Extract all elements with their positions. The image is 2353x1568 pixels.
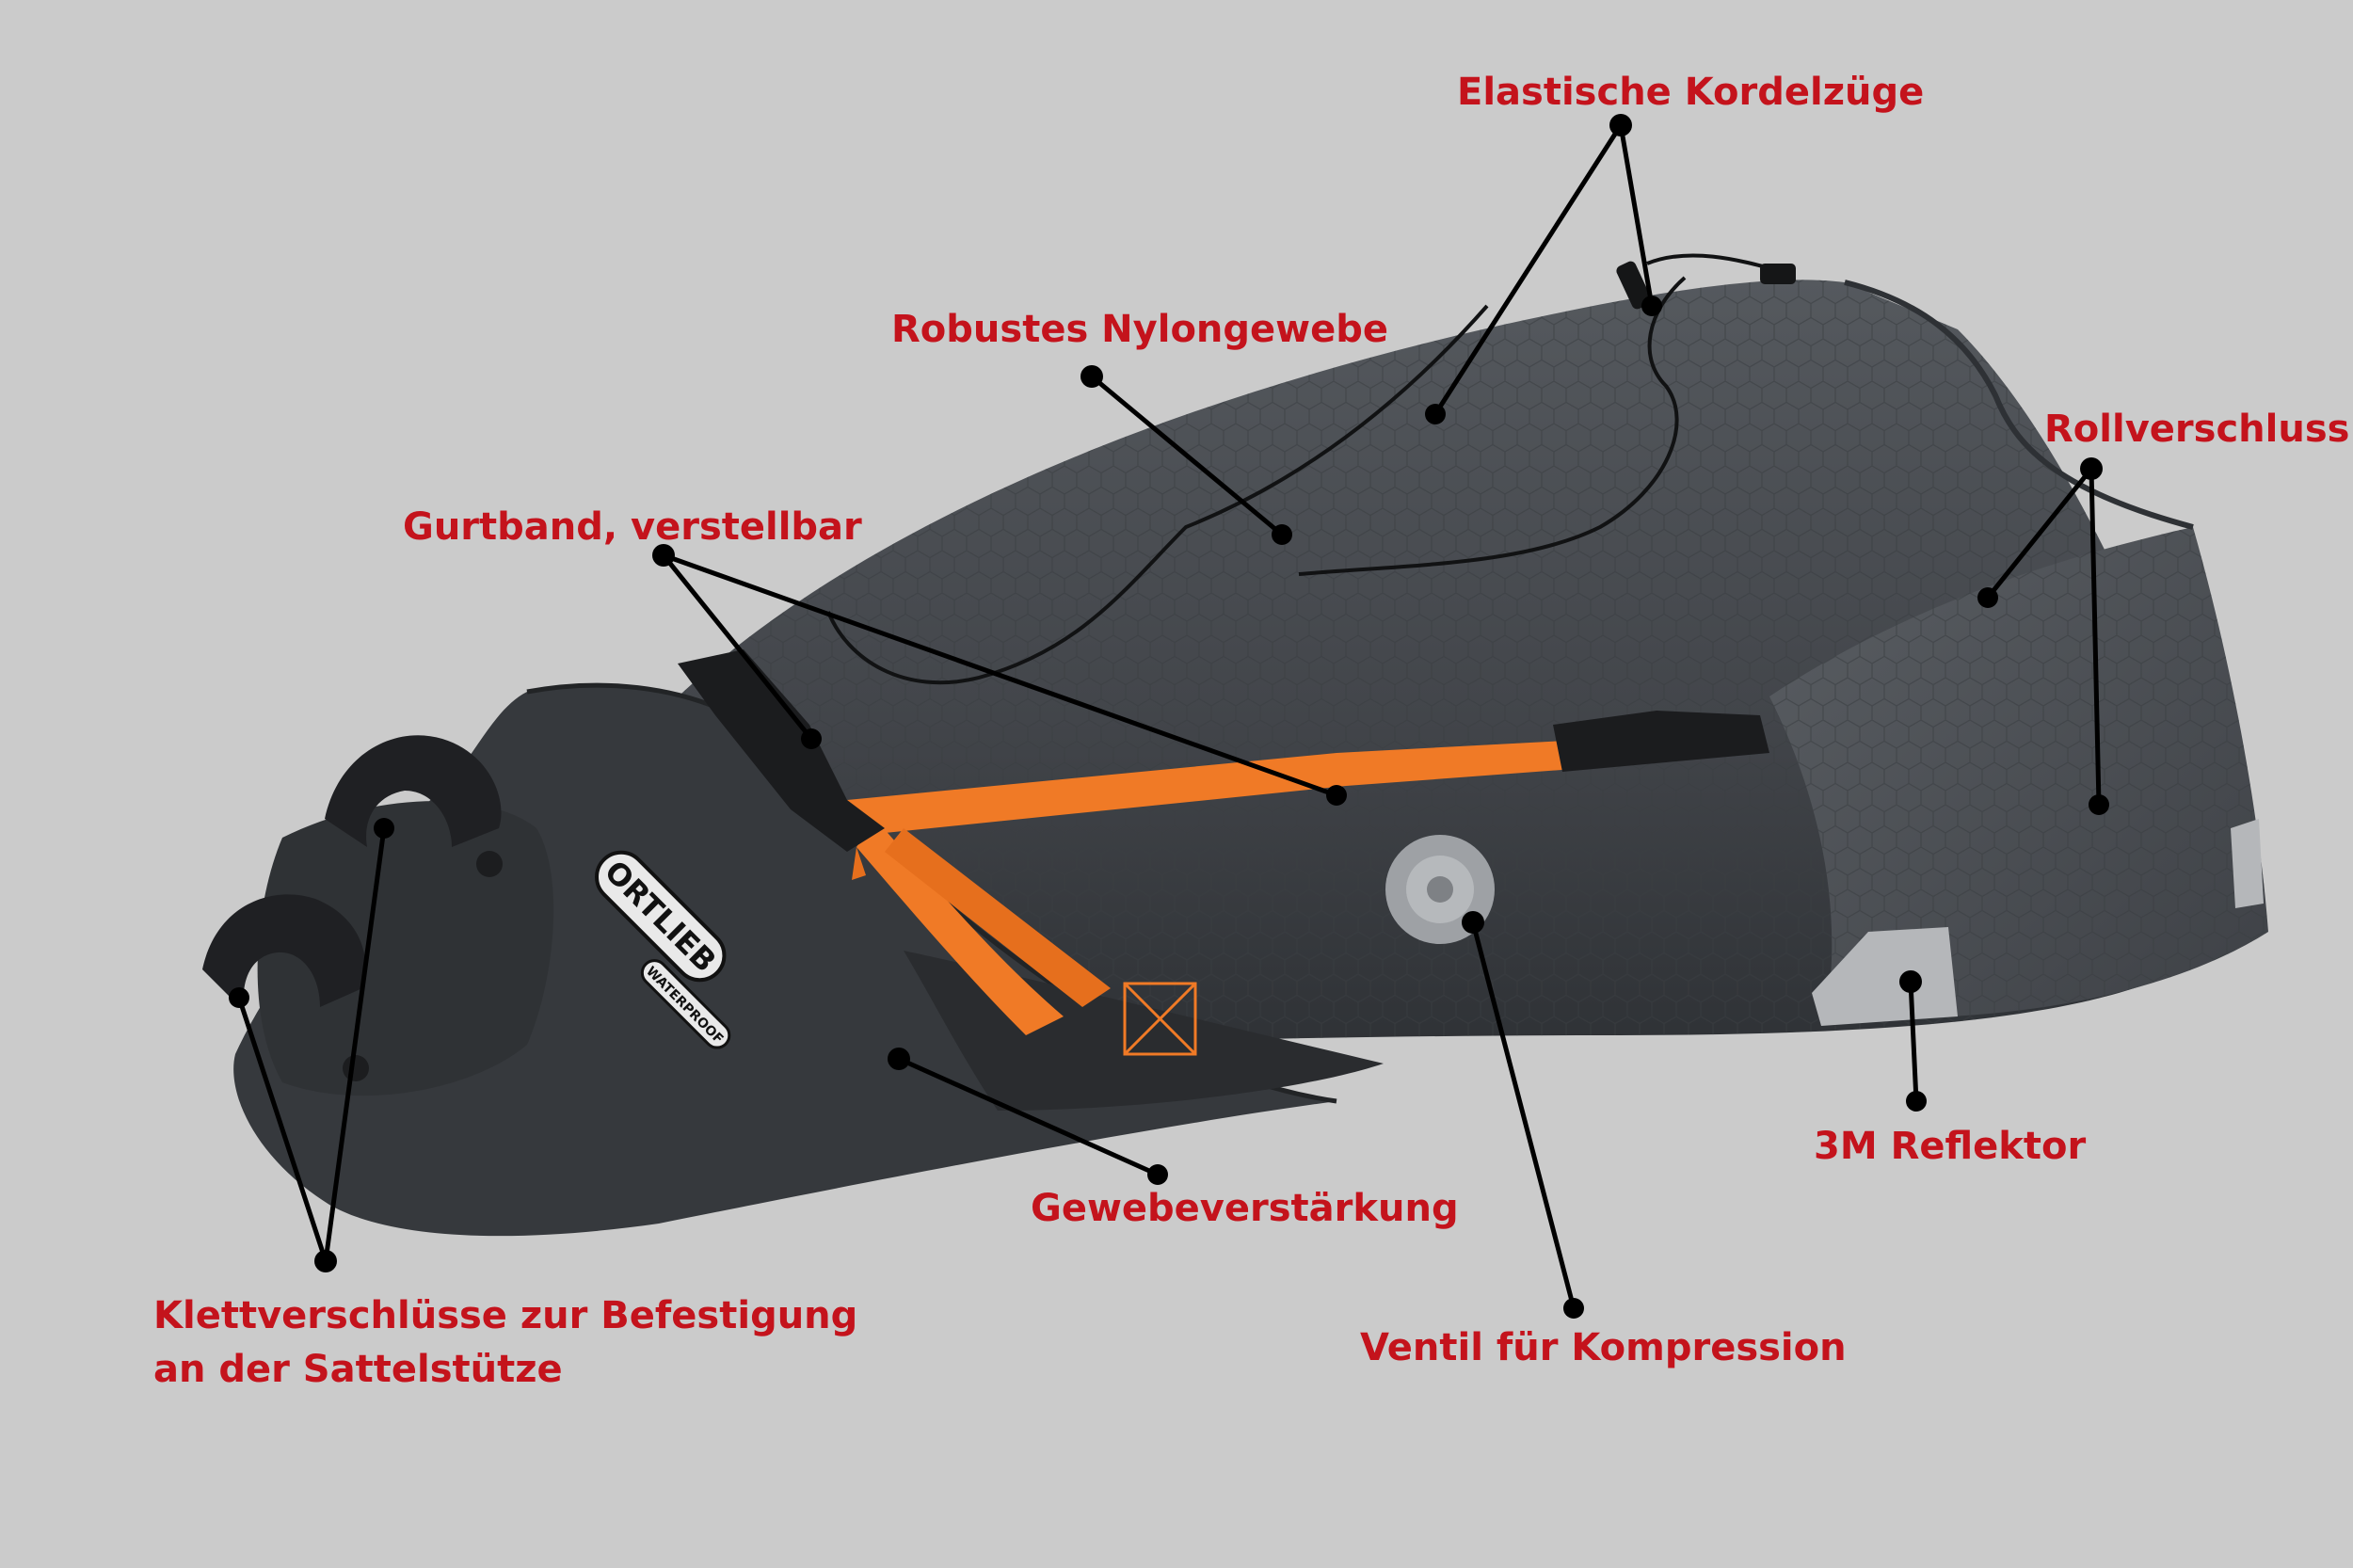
- pointer-dot: [1906, 1091, 1927, 1112]
- label-elastic-cords: Elastische Kordelzüge: [1457, 71, 1925, 114]
- pointer-line-kordel-left: [1433, 122, 1624, 417]
- rivet: [343, 1055, 369, 1081]
- label-nylon-fabric: Robustes Nylongewebe: [891, 308, 1389, 351]
- pointer-dot: [1977, 587, 1998, 608]
- label-adjustable-strap: Gurtband, verstellbar: [403, 505, 862, 549]
- pointer-dot: [888, 1048, 910, 1070]
- pointer-line-roll-right: [2089, 466, 2102, 808]
- pointer-dot: [801, 728, 822, 749]
- pointer-dot: [652, 544, 675, 567]
- pointer-line-klett-left: [236, 995, 328, 1264]
- pointer-dots: [229, 114, 2109, 1319]
- pointer-line-gewebe: [896, 1056, 1160, 1177]
- pointer-line-roll-left: [1985, 466, 2094, 600]
- pointer-dot: [2089, 794, 2109, 815]
- pointer-lines: [236, 122, 2102, 1311]
- pointer-line-nylon: [1089, 374, 1285, 537]
- pointer-dot: [1326, 785, 1347, 806]
- pointer-dot: [1641, 296, 1662, 316]
- label-compression-valve: Ventil für Kompression: [1360, 1326, 1847, 1369]
- label-reflector: 3M Reflektor: [1814, 1125, 2087, 1168]
- adjustable-strap: [847, 739, 1600, 1035]
- pointer-dot: [1462, 911, 1484, 934]
- pointer-dot: [1563, 1298, 1584, 1319]
- buckles: [678, 649, 1769, 852]
- pointer-line-kordel-right: [1618, 122, 1655, 309]
- pointer-line-gurt-right: [661, 552, 1339, 798]
- pointer-dot: [1080, 365, 1103, 388]
- pointer-dot: [1609, 114, 1632, 136]
- cord-stoppers: [1616, 261, 1796, 310]
- pointer-line-reflektor: [1908, 979, 1919, 1104]
- label-velcro-line-2: an der Sattelstütze: [153, 1348, 563, 1391]
- pointer-dot: [314, 1250, 337, 1272]
- pointer-dot: [1425, 404, 1446, 424]
- pointer-dot: [1899, 970, 1922, 993]
- label-roll-closure: Rollverschluss: [2044, 408, 2350, 451]
- stitched-x-patch: [1123, 982, 1197, 1056]
- pointer-line-gurt-left: [661, 552, 814, 742]
- pointer-line-klett-right: [323, 825, 387, 1264]
- label-fabric-reinforcement: Gewebeverstärkung: [1031, 1187, 1459, 1230]
- rivet: [476, 851, 503, 877]
- reflector-patch: [1812, 819, 2264, 1026]
- label-velcro-line-1: Klettverschlüsse zur Befestigung: [153, 1294, 858, 1337]
- pointer-line-ventil: [1470, 920, 1577, 1311]
- pointer-dot: [229, 987, 249, 1008]
- pointer-dot: [2080, 457, 2103, 480]
- pointer-dot: [1272, 524, 1292, 545]
- roll-closure: [1769, 280, 2268, 1018]
- pointer-dot: [374, 818, 394, 839]
- pointer-dot: [1147, 1164, 1168, 1185]
